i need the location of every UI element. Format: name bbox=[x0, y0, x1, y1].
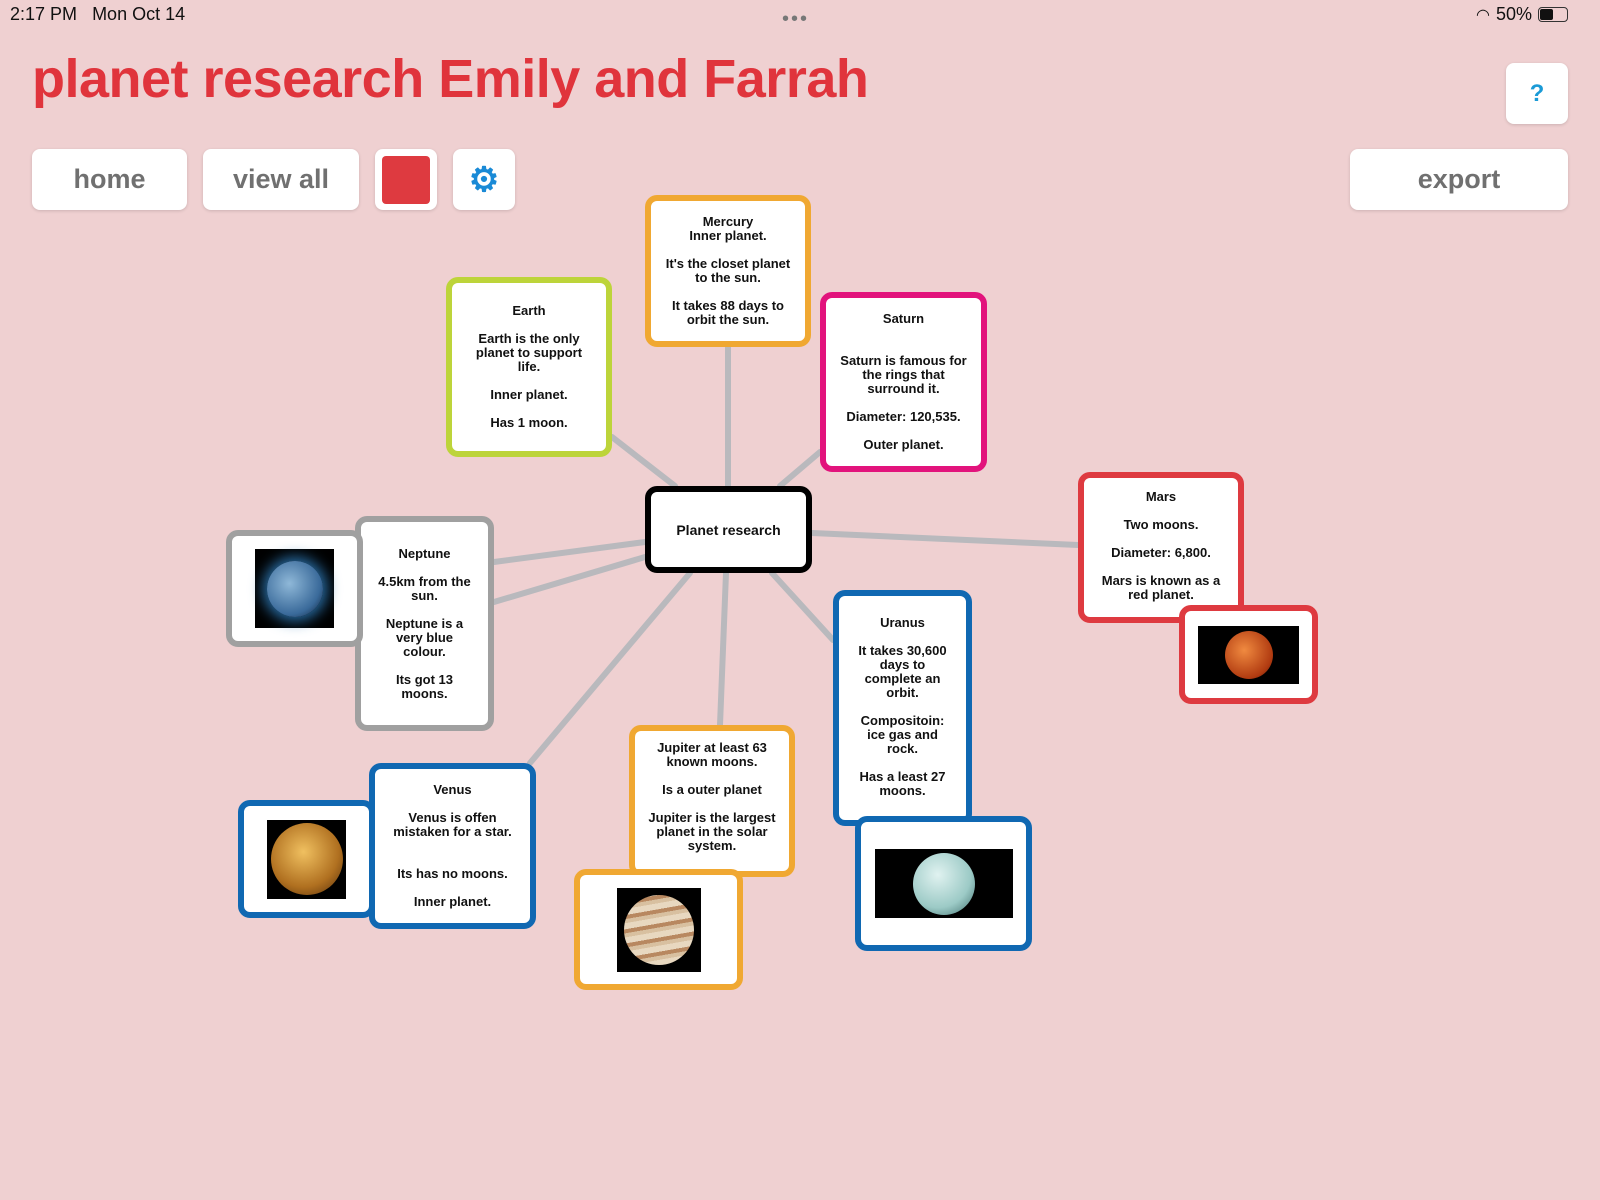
neptune-planet-icon bbox=[266, 560, 323, 617]
card-saturn[interactable]: Saturn Saturn is famous for the rings th… bbox=[820, 292, 987, 472]
card-neptune[interactable]: Neptune 4.5km from the sun. Neptune is a… bbox=[355, 516, 494, 731]
image-neptune[interactable] bbox=[226, 530, 363, 647]
line-mars bbox=[809, 530, 1081, 548]
card-mars[interactable]: Mars Two moons. Diameter: 6,800. Mars is… bbox=[1078, 472, 1244, 623]
battery-percent: 50% bbox=[1495, 4, 1532, 24]
card-uranus[interactable]: Uranus It takes 30,600 days to complete … bbox=[833, 590, 972, 826]
help-button[interactable]: ? bbox=[1506, 63, 1568, 124]
card-jupiter[interactable]: Jupiter at least 63 known moons. Is a ou… bbox=[629, 725, 795, 877]
status-time: 2:17 PM Mon Oct 14 bbox=[10, 4, 186, 24]
export-button[interactable]: export bbox=[1350, 149, 1568, 210]
image-jupiter[interactable] bbox=[574, 869, 743, 990]
status-right: ◠ 50% bbox=[1476, 4, 1568, 25]
line-neptune-1 bbox=[491, 539, 648, 565]
status-date: Mon Oct 14 bbox=[92, 4, 186, 24]
wifi-icon: ◠ bbox=[1476, 6, 1490, 24]
settings-button[interactable]: ⚙ bbox=[453, 149, 515, 210]
line-venus bbox=[527, 570, 693, 766]
view-all-button[interactable]: view all bbox=[203, 149, 359, 210]
card-venus[interactable]: Venus Venus is offen mistaken for a star… bbox=[369, 763, 536, 929]
image-mars[interactable] bbox=[1179, 605, 1318, 704]
battery-icon bbox=[1538, 7, 1568, 22]
line-neptune-2 bbox=[491, 554, 648, 605]
line-uranus bbox=[769, 570, 836, 643]
color-swatch bbox=[382, 155, 430, 204]
jupiter-planet-icon bbox=[623, 894, 694, 965]
image-venus[interactable] bbox=[238, 800, 375, 918]
mars-planet-icon bbox=[1224, 630, 1273, 679]
multitasking-dots-icon[interactable]: ••• bbox=[782, 8, 810, 30]
venus-planet-icon bbox=[270, 823, 343, 895]
card-earth[interactable]: Earth Earth is the only planet to suppor… bbox=[446, 277, 612, 457]
home-button[interactable]: home bbox=[32, 149, 187, 210]
uranus-planet-icon bbox=[912, 852, 975, 915]
center-node[interactable]: Planet research bbox=[645, 486, 812, 573]
page-title: planet research Emily and Farrah bbox=[32, 49, 869, 109]
color-picker-button[interactable] bbox=[375, 149, 437, 210]
gear-icon: ⚙ bbox=[468, 160, 500, 199]
line-saturn bbox=[777, 449, 823, 489]
line-earth bbox=[609, 434, 678, 489]
image-uranus[interactable] bbox=[855, 816, 1032, 951]
line-jupiter bbox=[717, 570, 729, 728]
card-mercury[interactable]: Mercury Inner planet. It's the closet pl… bbox=[645, 195, 811, 347]
